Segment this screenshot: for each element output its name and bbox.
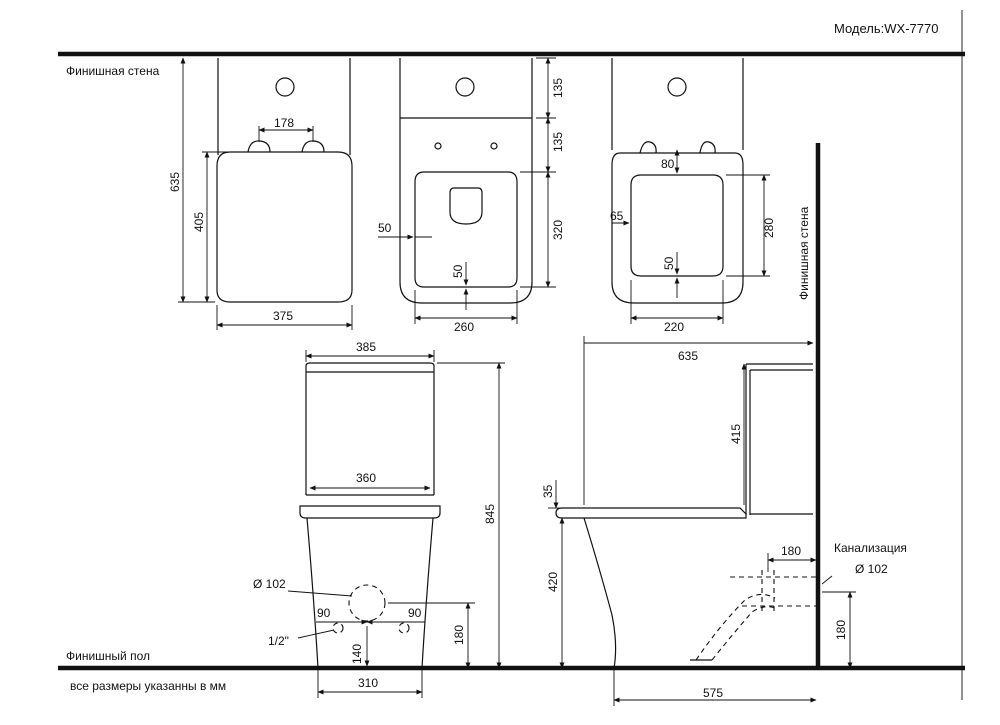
dim-178: 178	[274, 116, 294, 130]
dim-575: 575	[703, 686, 723, 700]
dim-280: 280	[762, 218, 776, 238]
sewer-label: Канализация	[834, 541, 907, 555]
dim-80: 80	[661, 157, 675, 171]
dim-102-side: Ø 102	[855, 562, 888, 576]
dim-635-top: 635	[168, 172, 182, 192]
dim-180-side-top: 180	[781, 544, 801, 558]
dim-65: 65	[610, 209, 624, 223]
model-label: Модель:WX-7770	[834, 21, 938, 36]
dim-35: 35	[541, 484, 555, 498]
top-view-lid: 178 635 405 375	[168, 57, 353, 330]
dim-360: 360	[356, 471, 376, 485]
dim-420: 420	[546, 572, 560, 592]
dim-635-side: 635	[678, 349, 698, 363]
dim-375: 375	[273, 309, 293, 323]
dim-220: 220	[664, 320, 684, 334]
finish-wall-label: Финишная стена	[66, 64, 160, 78]
dim-135-b: 135	[551, 132, 565, 152]
front-view: 385 360 845 Ø 102 90 90 1/2" 140 180 310	[253, 340, 505, 698]
dim-180-front: 180	[452, 625, 466, 645]
dim-50-mid: 50	[451, 264, 465, 278]
dim-90-b: 90	[408, 606, 422, 620]
dim-415: 415	[729, 424, 743, 444]
dim-385: 385	[356, 340, 376, 354]
dim-135-a: 135	[551, 78, 565, 98]
dim-310: 310	[358, 676, 378, 690]
dim-half-inch: 1/2"	[268, 634, 289, 648]
side-view: 635 415 35 420 180 Канализация Ø 102 180…	[541, 336, 907, 706]
dim-180-side-right: 180	[834, 620, 848, 640]
dim-102-front: Ø 102	[253, 577, 286, 591]
units-note: все размеры указанны в мм	[70, 679, 226, 693]
dim-50-right: 50	[662, 256, 676, 270]
dim-260: 260	[454, 320, 474, 334]
dim-405: 405	[192, 212, 206, 232]
dim-140: 140	[350, 644, 364, 664]
top-view-bowl: 80 65 280 50 220	[610, 58, 776, 334]
dim-50-left: 50	[378, 221, 392, 235]
top-view-seat: 135 135 320 50 50 260	[378, 57, 565, 334]
dim-90-a: 90	[317, 606, 331, 620]
dim-845: 845	[483, 504, 497, 524]
finish-floor-label: Финишный пол	[66, 649, 150, 663]
finish-wall-vertical-label: Финишная стена	[797, 206, 811, 300]
dim-320: 320	[551, 220, 565, 240]
